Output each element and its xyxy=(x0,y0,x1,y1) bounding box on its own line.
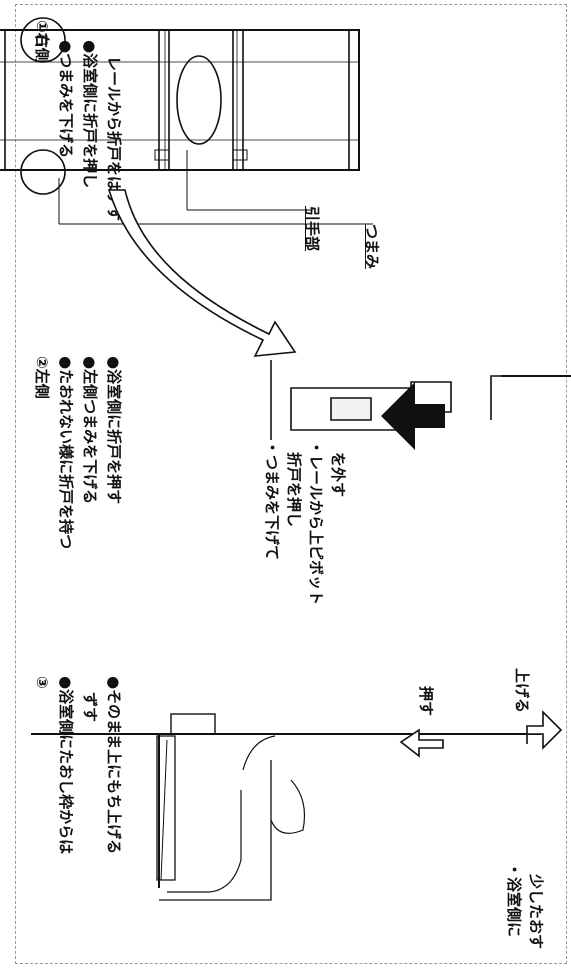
lift-arrow-icon xyxy=(526,710,563,750)
tilt-arrow-icon xyxy=(399,728,444,758)
curved-arrow-icon xyxy=(107,189,297,357)
knob-highlight-circles xyxy=(20,17,373,225)
folding-door-illustration xyxy=(0,29,360,171)
handle-highlight-ellipse xyxy=(176,55,313,211)
push-direction-arrow-icon xyxy=(381,382,445,450)
lifting-door-illustration xyxy=(31,713,541,901)
